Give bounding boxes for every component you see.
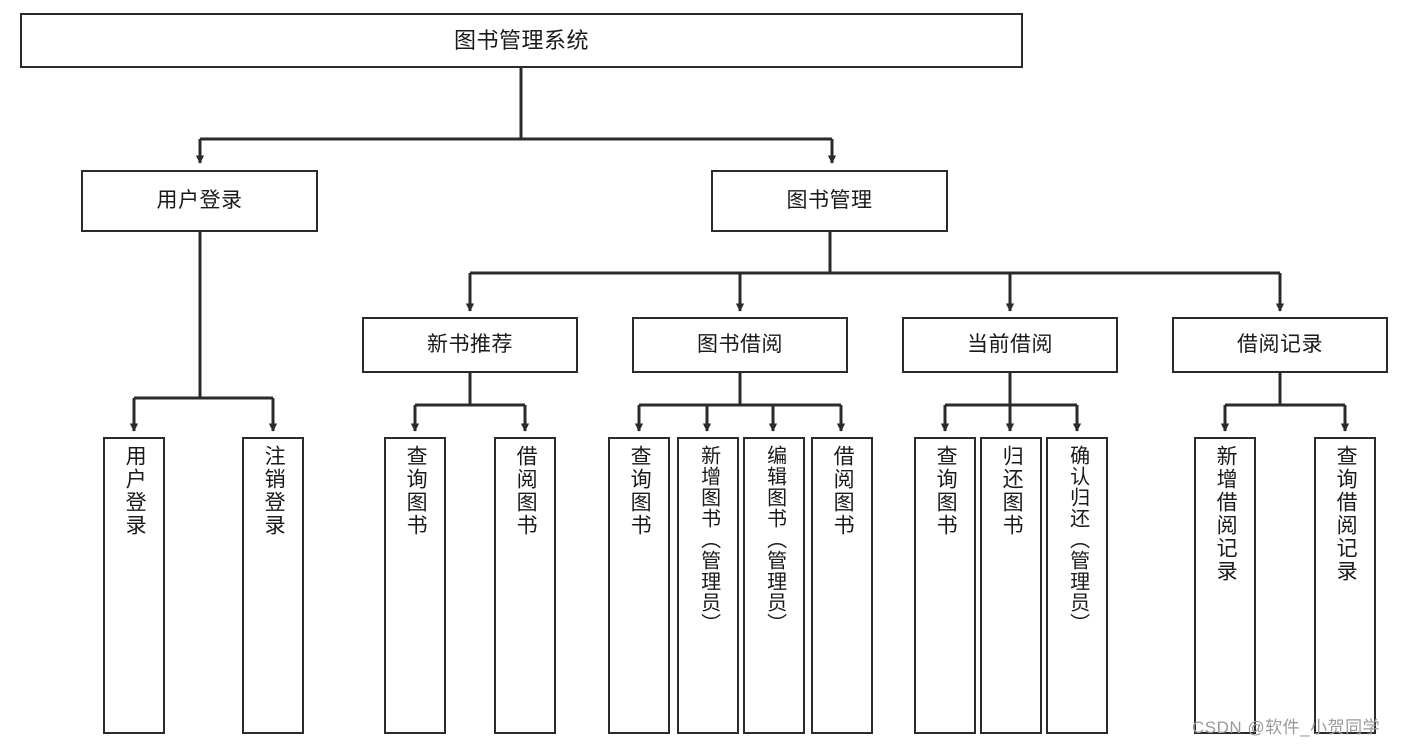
node-label: 用户登录 bbox=[156, 188, 243, 212]
leaf-recommend-borrow-book[interactable]: 借阅图书 bbox=[494, 437, 556, 734]
node-label: 查询借阅记录 bbox=[1334, 445, 1358, 583]
node-label: 查询图书 bbox=[404, 445, 428, 537]
leaf-current-query-book[interactable]: 查询图书 bbox=[914, 437, 976, 734]
node-root-book-management-system[interactable]: 图书管理系统 bbox=[20, 13, 1023, 68]
node-label: 用户登录 bbox=[123, 445, 147, 537]
node-label: 新增借阅记录 bbox=[1214, 445, 1238, 583]
leaf-recommend-query-book[interactable]: 查询图书 bbox=[384, 437, 446, 734]
node-label: 当前借阅 bbox=[967, 332, 1053, 356]
node-label: 编辑图书（管理员） bbox=[763, 445, 786, 634]
csdn-watermark: CSDN @软件_小贺同学 bbox=[1192, 718, 1381, 737]
node-label: 归还图书 bbox=[1000, 445, 1024, 537]
node-label: 查询图书 bbox=[628, 445, 652, 537]
node-new-book-recommend[interactable]: 新书推荐 bbox=[362, 317, 578, 373]
node-label: 注销登录 bbox=[262, 445, 286, 537]
node-label: 新书推荐 bbox=[427, 332, 513, 356]
leaf-current-confirm-return-admin[interactable]: 确认归还（管理员） bbox=[1046, 437, 1108, 734]
node-borrow-record[interactable]: 借阅记录 bbox=[1172, 317, 1388, 373]
node-book-management[interactable]: 图书管理 bbox=[711, 170, 948, 232]
leaf-user-login-signout[interactable]: 注销登录 bbox=[242, 437, 304, 734]
node-label: 借阅图书 bbox=[514, 445, 538, 537]
node-book-borrow[interactable]: 图书借阅 bbox=[632, 317, 848, 373]
node-label: 借阅记录 bbox=[1237, 332, 1323, 356]
node-label: 确认归还（管理员） bbox=[1066, 445, 1089, 634]
leaf-user-login-signin[interactable]: 用户登录 bbox=[103, 437, 165, 734]
leaf-record-query-record[interactable]: 查询借阅记录 bbox=[1314, 437, 1376, 734]
node-label: 图书管理 bbox=[786, 188, 873, 212]
leaf-borrow-edit-book-admin[interactable]: 编辑图书（管理员） bbox=[743, 437, 805, 734]
node-label: 新增图书（管理员） bbox=[697, 445, 720, 634]
leaf-borrow-borrow-book[interactable]: 借阅图书 bbox=[811, 437, 873, 734]
node-label: 借阅图书 bbox=[831, 445, 855, 537]
leaf-record-add-record[interactable]: 新增借阅记录 bbox=[1194, 437, 1256, 734]
node-user-login[interactable]: 用户登录 bbox=[81, 170, 318, 232]
node-label: 图书借阅 bbox=[697, 332, 783, 356]
node-label: 查询图书 bbox=[934, 445, 958, 537]
node-current-borrow[interactable]: 当前借阅 bbox=[902, 317, 1118, 373]
node-label: 图书管理系统 bbox=[453, 27, 589, 53]
leaf-borrow-add-book-admin[interactable]: 新增图书（管理员） bbox=[677, 437, 739, 734]
leaf-current-return-book[interactable]: 归还图书 bbox=[980, 437, 1042, 734]
leaf-borrow-query-book[interactable]: 查询图书 bbox=[608, 437, 670, 734]
